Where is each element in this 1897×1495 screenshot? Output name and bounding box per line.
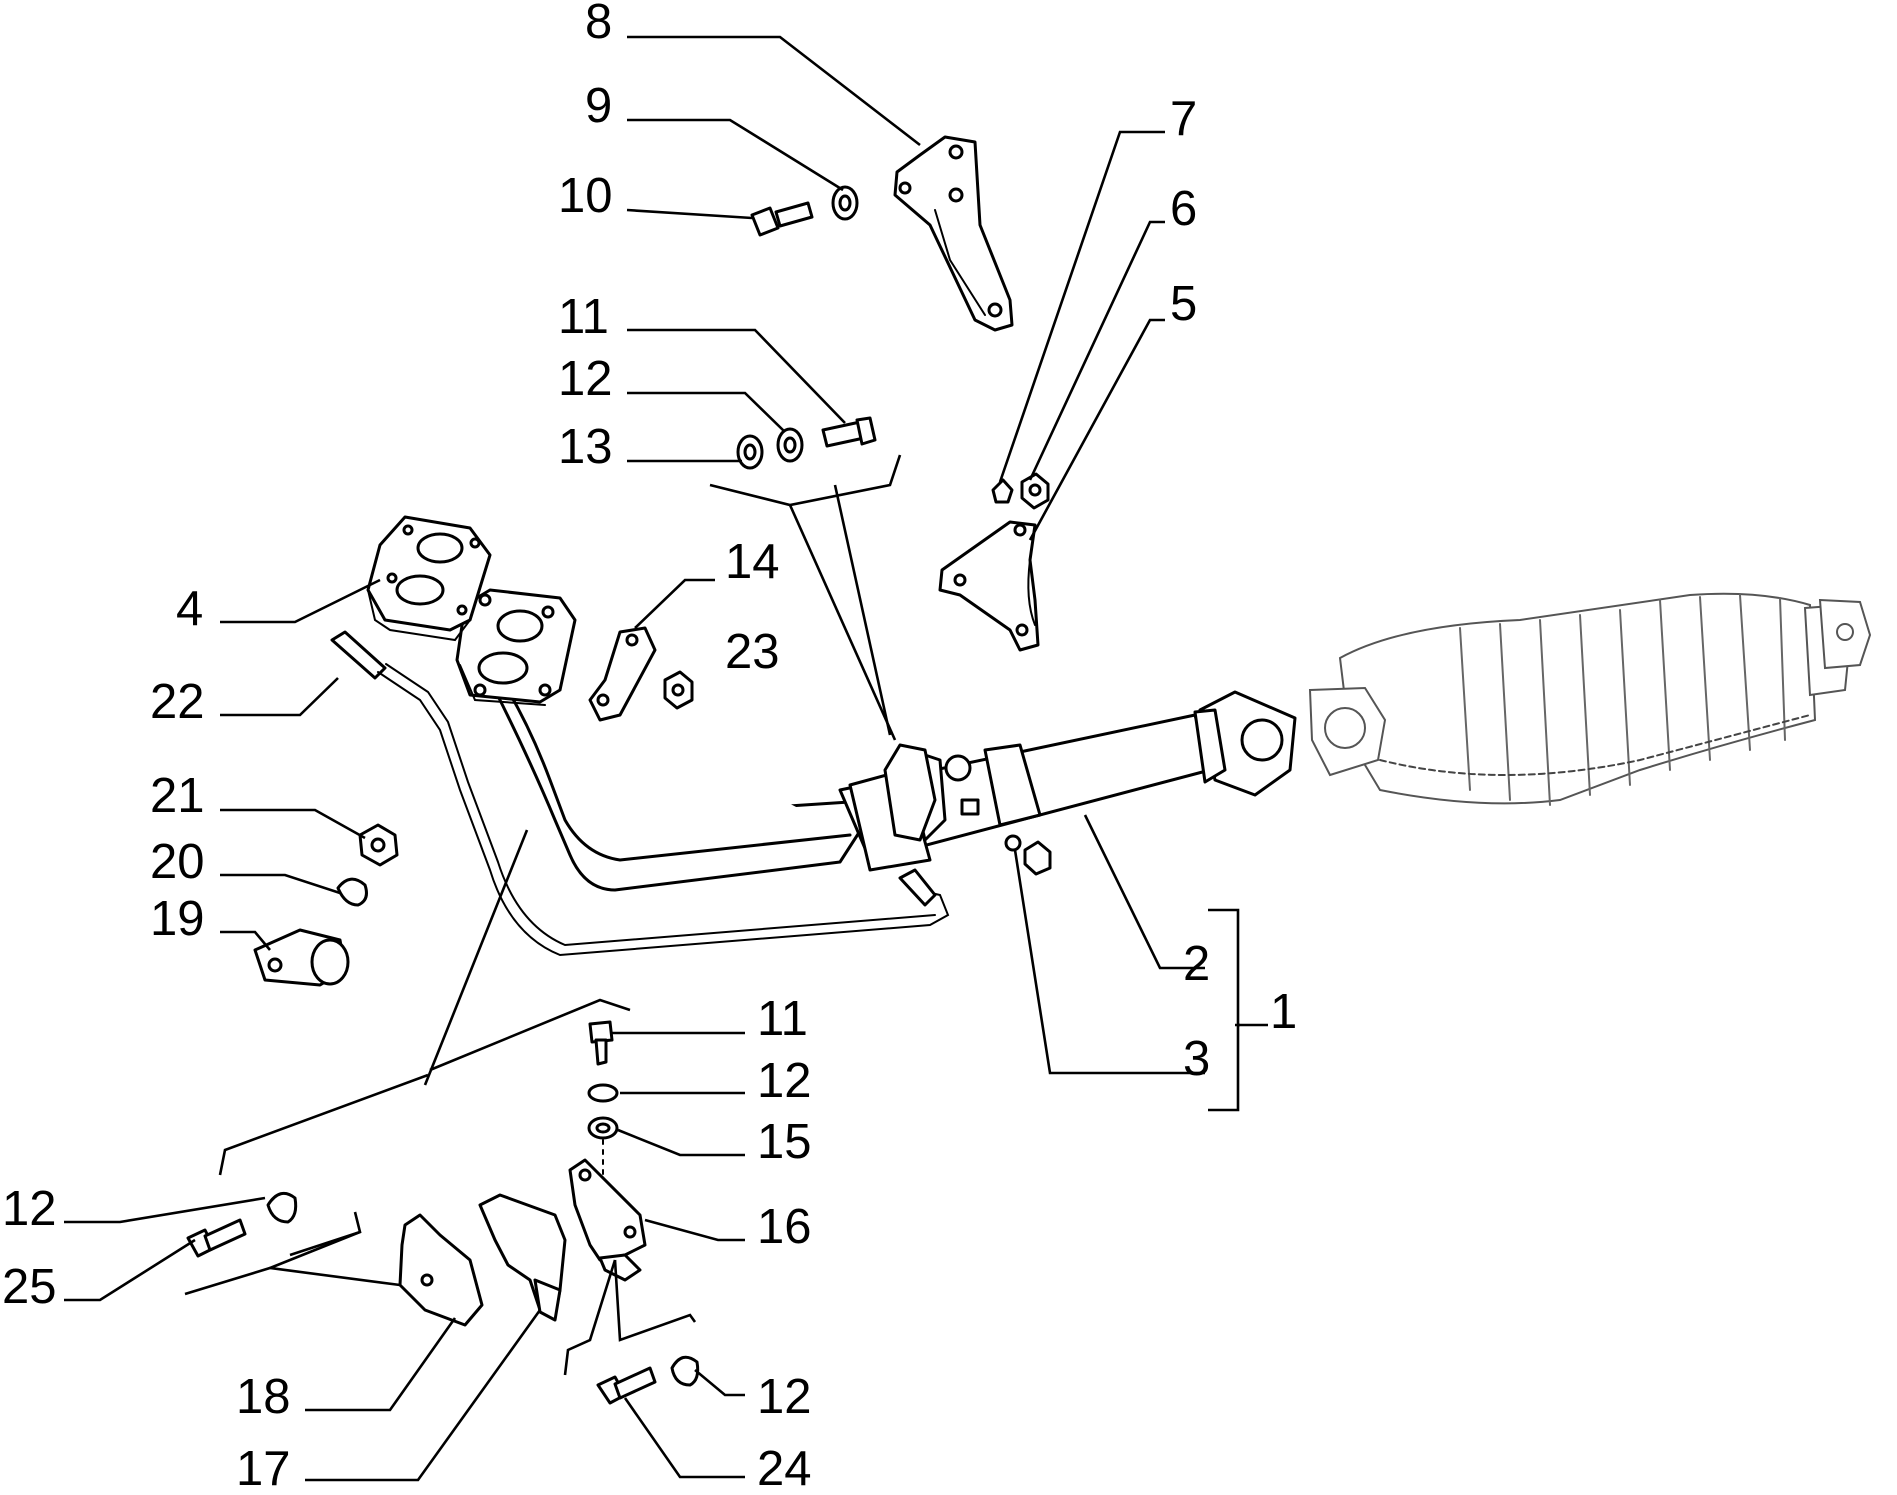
split-washer-12-left (266, 1191, 298, 1224)
label-15: 15 (757, 1115, 812, 1169)
label-9: 9 (585, 79, 612, 133)
bolt-3 (1004, 834, 1022, 852)
bolt-25 (186, 1218, 247, 1258)
label-19: 19 (150, 892, 205, 946)
washer-7 (991, 478, 1014, 504)
washer-15 (587, 1116, 619, 1140)
nut-6 (1020, 472, 1050, 510)
label-7: 7 (1170, 92, 1197, 146)
label-16: 16 (757, 1200, 812, 1254)
label-8: 8 (585, 0, 612, 49)
label-25: 25 (2, 1260, 57, 1314)
pipe-hanger (883, 743, 937, 842)
label-11-top: 11 (558, 290, 609, 344)
bolt-24 (596, 1366, 657, 1405)
strap-14 (588, 626, 657, 722)
shield-17 (478, 1193, 567, 1322)
shield-18 (398, 1213, 484, 1327)
nut-21 (358, 823, 399, 867)
clamp-19 (253, 928, 350, 987)
bracket-16 (568, 1158, 647, 1282)
label-21: 21 (150, 769, 205, 823)
label-12-bottom: 12 (757, 1370, 812, 1424)
label-20: 20 (150, 835, 205, 889)
label-5: 5 (1170, 277, 1197, 331)
label-12-left: 12 (2, 1182, 57, 1236)
catalytic-converter (1308, 592, 1872, 806)
label-12-lower: 12 (757, 1054, 812, 1108)
label-4: 4 (176, 582, 203, 636)
bracket-5 (938, 520, 1040, 652)
split-washer-12-bottom (670, 1355, 700, 1387)
washer-9 (831, 185, 859, 221)
label-14: 14 (725, 535, 780, 589)
label-1: 1 (1270, 985, 1297, 1039)
label-18: 18 (236, 1370, 291, 1424)
label-17: 17 (236, 1442, 291, 1495)
label-13: 13 (558, 420, 613, 474)
washer-20 (336, 877, 368, 907)
bracket-8 (893, 135, 1014, 332)
label-23: 23 (725, 625, 780, 679)
lambda-sensor-22 (330, 630, 950, 957)
section-lines (184, 454, 902, 1376)
nut-2 (1023, 840, 1052, 876)
leader-lines (64, 35, 1268, 1482)
label-22: 22 (150, 675, 205, 729)
bolt-11-top (821, 416, 877, 448)
label-3: 3 (1183, 1032, 1210, 1086)
label-24: 24 (757, 1442, 812, 1495)
callout-labels: 8 9 10 7 6 5 11 12 13 14 23 4 22 21 20 1… (2, 0, 1297, 1495)
washer-13 (736, 434, 764, 470)
label-6: 6 (1170, 182, 1197, 236)
gasket-4 (366, 515, 492, 642)
split-washer-12-lower (587, 1083, 619, 1103)
label-2: 2 (1183, 937, 1210, 991)
split-washer-12-top (776, 427, 804, 463)
label-11-lower: 11 (757, 992, 808, 1046)
label-10: 10 (558, 169, 613, 223)
nut-23 (663, 670, 694, 710)
label-12-top: 12 (558, 352, 613, 406)
bolt-11-lower (588, 1020, 614, 1066)
front-exhaust-pipe (455, 588, 1297, 892)
bolt-10 (750, 201, 814, 237)
